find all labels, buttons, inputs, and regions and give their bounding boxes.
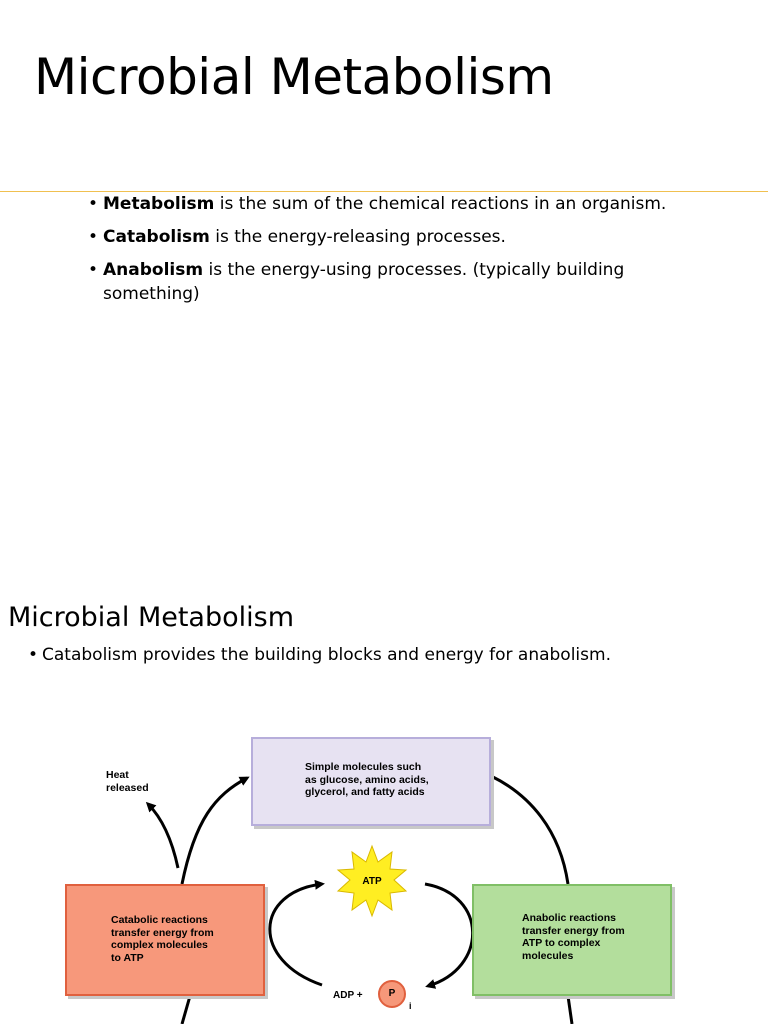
catabolic-reactions-box: Catabolic reactions transfer energy from… (65, 884, 265, 996)
box-line: transfer energy from (111, 926, 214, 939)
slide2-title: Microbial Metabolism (8, 602, 295, 633)
adp-label: ADP + (333, 990, 363, 1001)
box-line: glycerol, and fatty acids (305, 786, 425, 798)
bullet-term: Metabolism (103, 194, 215, 214)
bullet-term: Catabolism (103, 227, 210, 247)
arrow-heat-released (145, 801, 180, 869)
box-line: Simple molecules such (305, 761, 422, 773)
box-line: transfer energy from (522, 924, 625, 937)
arrow-adp-to-atp (268, 879, 325, 987)
arrow-catabolic-bottom (180, 995, 192, 1024)
arrow-atp-to-adp (424, 882, 474, 989)
bullet-anabolism: Anabolism is the energy-using processes.… (88, 258, 678, 306)
arrow-simple-to-anabolic (490, 774, 570, 885)
arrow-anabolic-bottom (566, 995, 574, 1024)
bullet-text: is the sum of the chemical reactions in … (214, 194, 667, 214)
bullet-text: is the energy-using processes. (typicall… (103, 260, 625, 304)
bullet-catabolism: Catabolism is the energy-releasing proce… (88, 225, 678, 249)
box-line: Catabolic reactions (111, 914, 208, 926)
bullet-metabolism: Metabolism is the sum of the chemical re… (88, 192, 678, 216)
phosphate-subscript: i (409, 1001, 412, 1011)
box-line: ATP to complex (522, 937, 601, 949)
box-line: as glucose, amino acids, (305, 773, 429, 786)
box-line: to ATP (111, 951, 144, 964)
atp-starburst-icon (336, 844, 408, 918)
atp-label: ATP (362, 876, 382, 887)
box-line: complex molecules (111, 939, 208, 951)
slide1-title: Microbial Metabolism (34, 48, 554, 106)
slide2-bullet: Catabolism provides the building blocks … (28, 643, 762, 667)
phosphate-circle: P (378, 980, 406, 1008)
bullet-term: Anabolism (103, 260, 204, 280)
box-line: molecules (522, 949, 574, 962)
bullet-text: is the energy-releasing processes. (209, 227, 506, 247)
heat-line: released (106, 781, 149, 794)
simple-molecules-box: Simple molecules such as glucose, amino … (251, 737, 491, 826)
box-line: Anabolic reactions (522, 912, 616, 924)
heat-released-label: Heat released (106, 769, 149, 794)
anabolic-reactions-box: Anabolic reactions transfer energy from … (472, 884, 672, 996)
arrow-catabolic-to-simple (180, 776, 250, 885)
slide1-bullet-list: Metabolism is the sum of the chemical re… (88, 192, 678, 315)
heat-line: Heat (106, 769, 129, 781)
